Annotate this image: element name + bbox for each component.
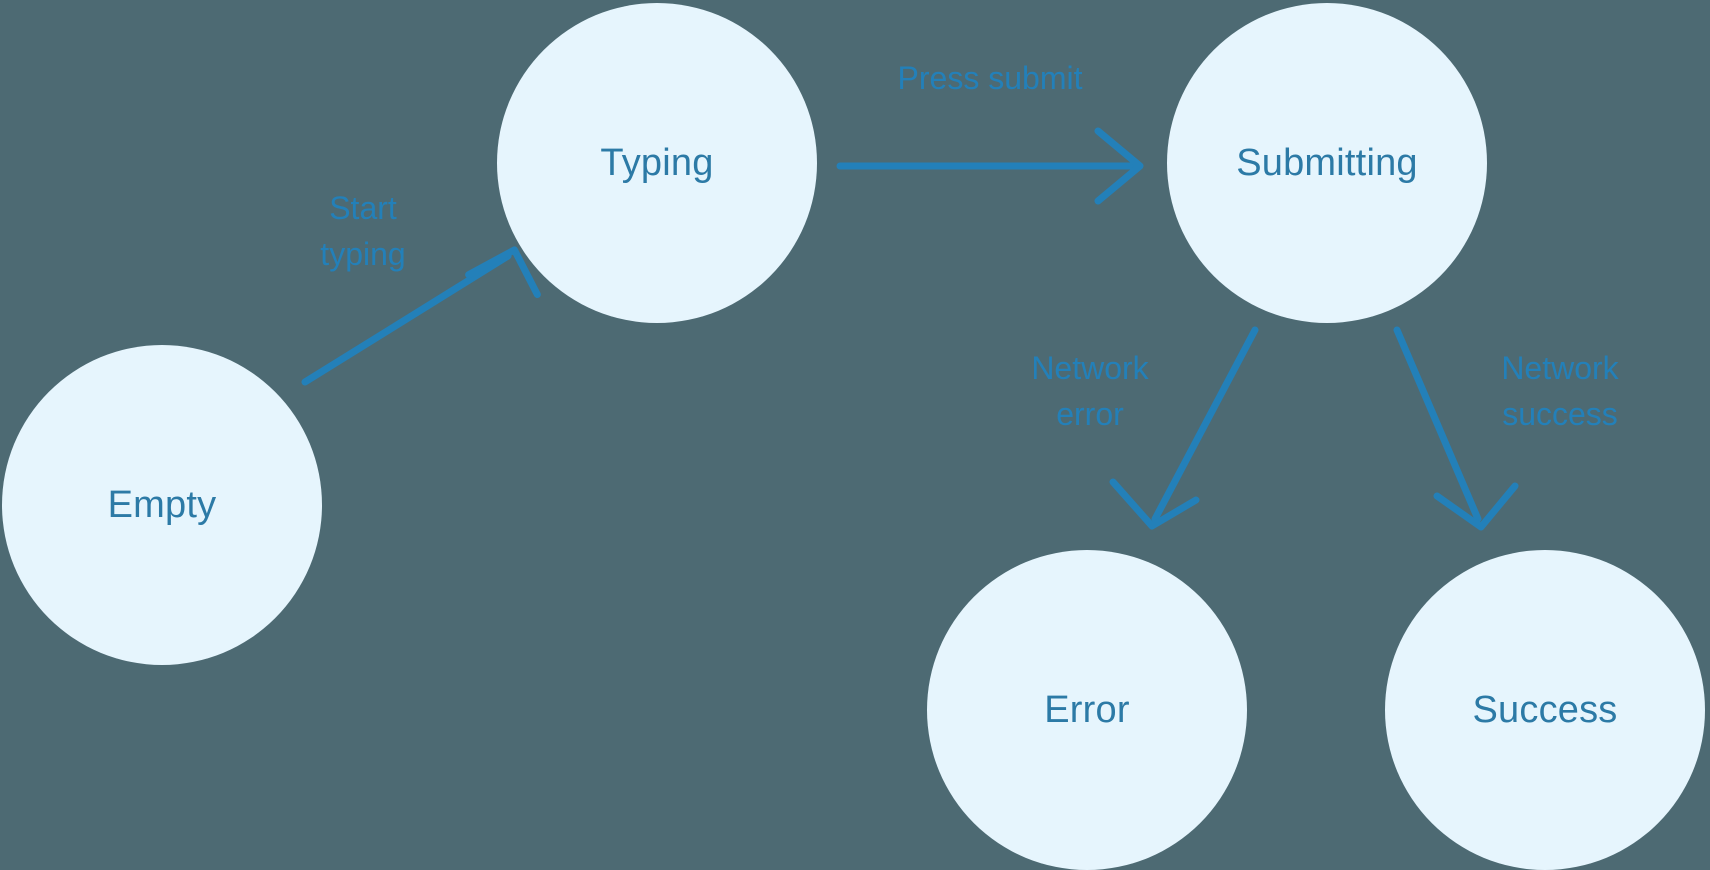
state-node-typing[interactable]: Typing bbox=[497, 3, 817, 323]
edge-label-start-typing: Start typing bbox=[320, 190, 406, 273]
state-node-empty[interactable]: Empty bbox=[2, 345, 322, 665]
edge-label-network-error: Network error bbox=[1031, 350, 1149, 433]
state-node-label: Error bbox=[1044, 689, 1130, 731]
state-node-submitting[interactable]: Submitting bbox=[1167, 3, 1487, 323]
edge-label-network-success: Network success bbox=[1501, 350, 1619, 433]
state-node-label: Empty bbox=[107, 484, 217, 526]
edge-label-press-submit: Press submit bbox=[897, 60, 1083, 96]
state-node-success[interactable]: Success bbox=[1385, 550, 1705, 870]
edge-typing-to-submitting bbox=[836, 127, 1144, 205]
state-node-label: Success bbox=[1472, 689, 1618, 731]
state-node-label: Typing bbox=[600, 142, 714, 184]
state-node-label: Submitting bbox=[1236, 142, 1418, 184]
state-node-error[interactable]: Error bbox=[927, 550, 1247, 870]
